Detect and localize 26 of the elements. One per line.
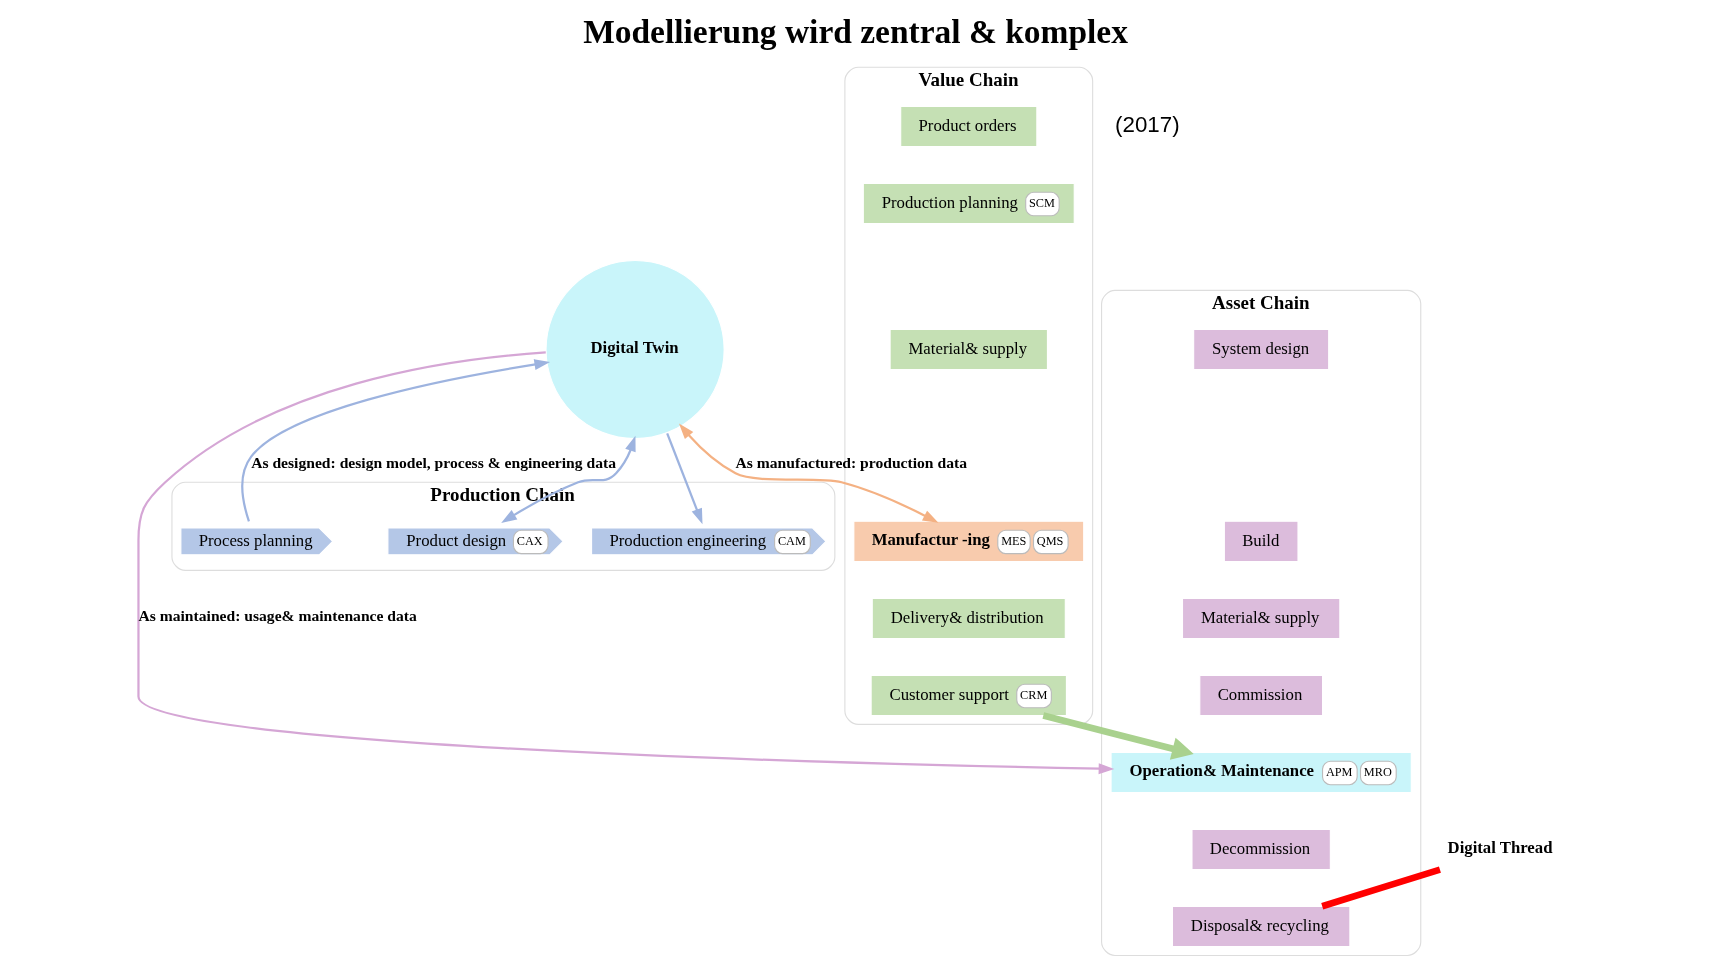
arrow — [665, 432, 702, 525]
diagram-title: Modellierung wird zentral & komplex — [582, 12, 1128, 50]
node-text: Digital Thread — [1447, 837, 1552, 857]
arrow — [136, 351, 1114, 775]
node-box: Manufactur -ing MES QMS — [852, 520, 1084, 563]
node-box: Build — [1223, 520, 1299, 563]
node-box: Product orders — [899, 105, 1037, 148]
node-box: Delivery& distribution — [871, 597, 1066, 640]
node-box: Operation& Maintenance APM MRO — [1110, 751, 1412, 794]
node-box: Disposal& recycling — [1171, 905, 1350, 948]
arrow — [678, 423, 938, 523]
node-box: Material& supply — [1181, 597, 1340, 640]
node-box: Material& supply — [889, 328, 1048, 371]
connector — [1320, 866, 1441, 910]
arrow — [240, 359, 550, 522]
node-box: Commission — [1198, 674, 1323, 717]
node-box: Production planning SCM — [862, 182, 1075, 225]
node-box: Customer support CRM — [870, 674, 1067, 717]
edge-label: As designed: design model, process & engineering data — [250, 453, 616, 471]
arrow — [500, 435, 636, 523]
node-box: Decommission — [1190, 828, 1331, 871]
edge-label: As manufactured: production data — [735, 453, 967, 471]
label: (2017) — [1114, 112, 1180, 138]
edge-label: As maintained: usage& maintenance data — [137, 607, 417, 625]
node-box: System design — [1192, 328, 1329, 371]
arrow — [1041, 712, 1194, 760]
